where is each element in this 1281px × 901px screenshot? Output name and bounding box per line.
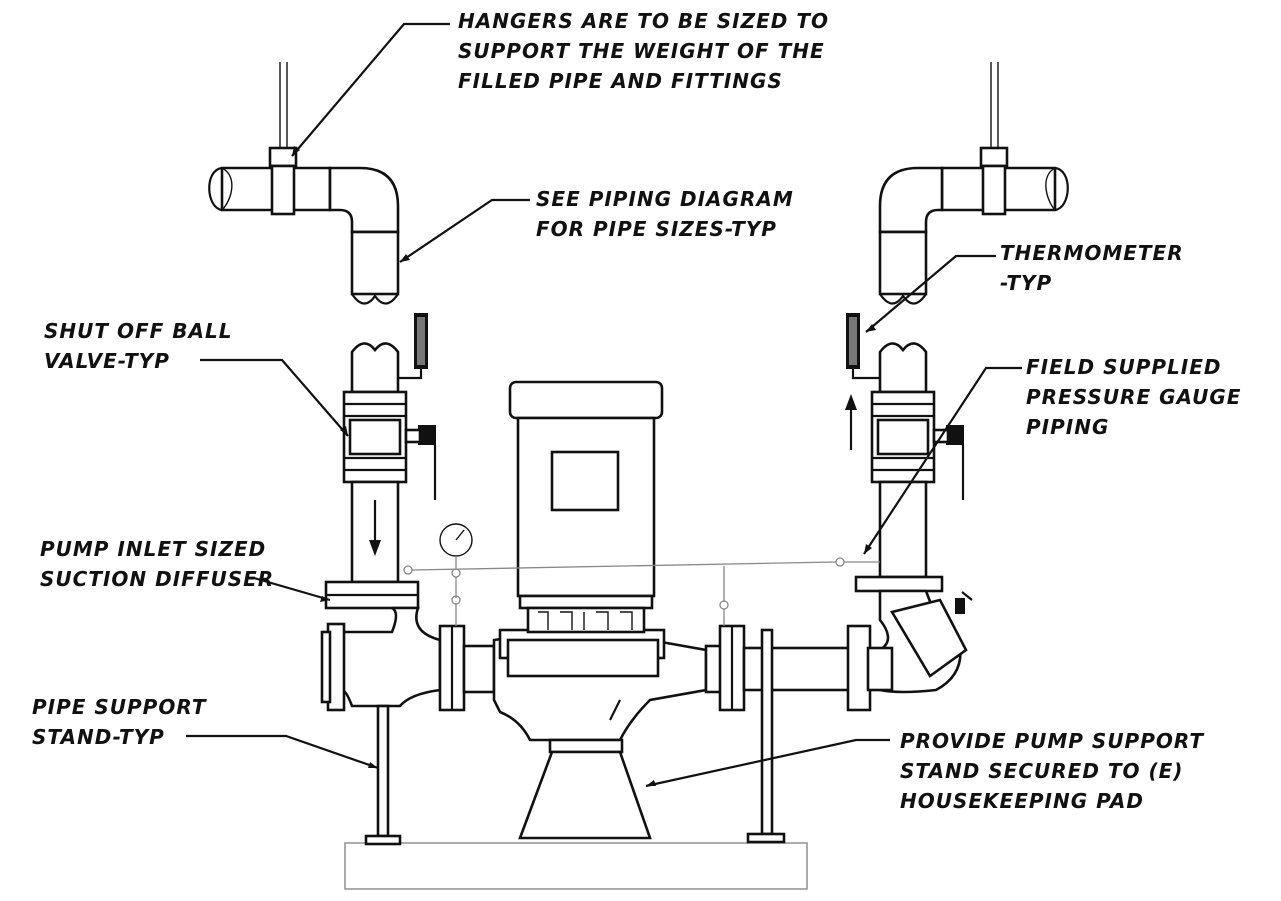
note-pump-support: PROVIDE PUMP SUPPORT STAND SECURED TO (E… — [900, 729, 1204, 813]
svg-text:FIELD SUPPLIED: FIELD SUPPLIED — [1026, 355, 1221, 379]
note-ball-valve: SHUT OFF BALL VALVE-TYP — [44, 319, 233, 373]
svg-text:PROVIDE PUMP SUPPORT: PROVIDE PUMP SUPPORT — [900, 729, 1204, 753]
right-upper-pipe — [878, 62, 1069, 305]
svg-text:STAND SECURED TO (E): STAND SECURED TO (E) — [900, 759, 1183, 783]
left-upper-pipe — [208, 62, 400, 305]
svg-text:PIPING: PIPING — [1026, 415, 1109, 439]
ball-valve-handle-left — [418, 425, 436, 445]
svg-text:-TYP: -TYP — [1000, 271, 1052, 295]
note-pipe-support: PIPE SUPPORT STAND-TYP — [32, 695, 207, 749]
svg-text:SUCTION DIFFUSER: SUCTION DIFFUSER — [40, 567, 274, 591]
svg-text:STAND-TYP: STAND-TYP — [32, 725, 165, 749]
note-thermometer: THERMOMETER -TYP — [1000, 241, 1184, 295]
svg-text:FOR PIPE SIZES-TYP: FOR PIPE SIZES-TYP — [536, 217, 777, 241]
svg-text:VALVE-TYP: VALVE-TYP — [44, 349, 170, 373]
horizontal-piping — [320, 606, 894, 742]
svg-text:SHUT OFF BALL: SHUT OFF BALL — [44, 319, 233, 343]
hanger-clamp-right — [979, 146, 1009, 168]
svg-text:PUMP INLET SIZED: PUMP INLET SIZED — [40, 537, 266, 561]
svg-text:HOUSEKEEPING PAD: HOUSEKEEPING PAD — [900, 789, 1144, 813]
svg-text:SEE PIPING DIAGRAM: SEE PIPING DIAGRAM — [536, 187, 794, 211]
note-suction-diffuser: PUMP INLET SIZED SUCTION DIFFUSER — [40, 537, 274, 591]
hanger-clamp-left — [268, 146, 298, 168]
left-riser — [324, 313, 437, 610]
svg-text:PRESSURE GAUGE: PRESSURE GAUGE — [1026, 385, 1241, 409]
svg-text:THERMOMETER: THERMOMETER — [1000, 241, 1184, 265]
pump-support-stand — [518, 738, 652, 840]
pipe-support-stand-right — [746, 628, 786, 844]
note-hangers: HANGERS ARE TO BE SIZED TO SUPPORT THE W… — [458, 9, 829, 93]
ball-valve-handle-right — [946, 425, 964, 445]
svg-text:HANGERS ARE TO BE SIZED TO: HANGERS ARE TO BE SIZED TO — [458, 9, 829, 33]
svg-text:PIPE SUPPORT: PIPE SUPPORT — [32, 695, 207, 719]
right-riser — [845, 313, 973, 694]
leader-lines — [186, 22, 1022, 788]
pressure-gauge-piping — [403, 523, 880, 626]
svg-text:SUPPORT THE WEIGHT OF THE: SUPPORT THE WEIGHT OF THE — [458, 39, 825, 63]
pipe-support-stand-left — [364, 704, 402, 846]
note-piping-diagram: SEE PIPING DIAGRAM FOR PIPE SIZES-TYP — [536, 187, 794, 241]
motor-icon — [508, 380, 664, 634]
housekeeping-pad — [344, 842, 808, 890]
svg-text:FILLED PIPE AND FITTINGS: FILLED PIPE AND FITTINGS — [458, 69, 783, 93]
note-pressure-gauge: FIELD SUPPLIED PRESSURE GAUGE PIPING — [1026, 355, 1241, 439]
